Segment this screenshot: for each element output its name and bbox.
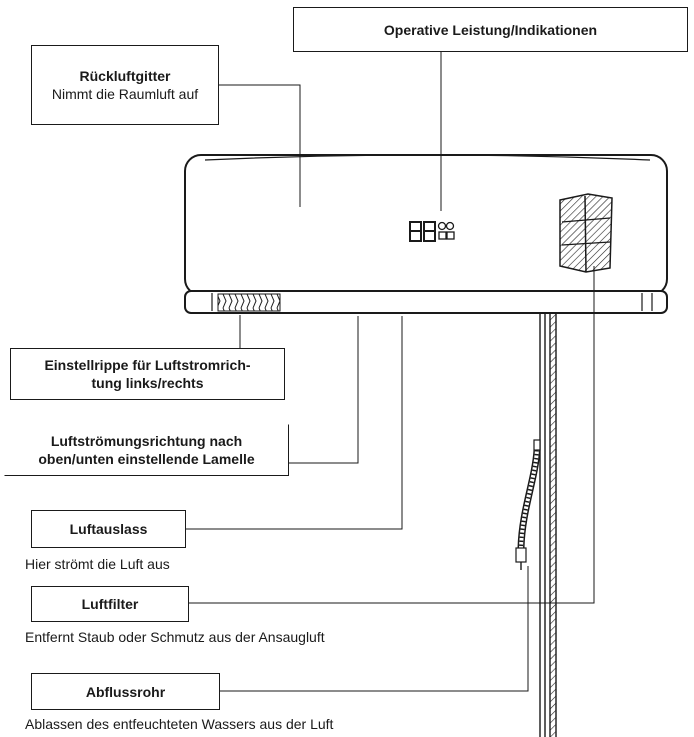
pipe-bundle	[539, 313, 557, 737]
luftauslass-description: Hier strömt die Luft aus	[25, 556, 170, 572]
label-luftfilter-title: Luftfilter	[81, 596, 139, 612]
label-rueckluftgitter-desc: Nimmt die Raumluft auf	[51, 86, 199, 102]
label-luftauslass-title: Luftauslass	[69, 521, 148, 537]
label-lamelle: Luftströmungsrichtung nach oben/unten ei…	[4, 424, 289, 476]
air-filter-icon	[559, 193, 613, 273]
label-lamelle-line1: Luftströmungsrichtung nach	[50, 433, 243, 449]
label-operative-leistung-title: Operative Leistung/Indikationen	[383, 21, 598, 38]
label-rueckluftgitter-title: Rückluftgitter	[79, 68, 171, 84]
display-icon	[409, 221, 455, 242]
label-luftauslass: Luftauslass	[31, 510, 186, 548]
label-einstellrippe-line2: tung links/rechts	[91, 375, 204, 391]
drain-hose	[515, 439, 541, 570]
label-luftfilter: Luftfilter	[31, 586, 189, 622]
label-operative-leistung: Operative Leistung/Indikationen	[293, 7, 688, 52]
label-lamelle-line2: oben/unten einstellende Lamelle	[38, 451, 255, 467]
label-einstellrippe-line1: Einstellrippe für Luftstromrich-	[44, 357, 251, 373]
label-abflussrohr: Abflussrohr	[31, 673, 220, 710]
indoor-unit	[184, 154, 668, 314]
label-einstellrippe: Einstellrippe für Luftstromrich- tung li…	[10, 348, 285, 400]
luftfilter-description: Entfernt Staub oder Schmutz aus der Ansa…	[25, 629, 325, 645]
label-abflussrohr-title: Abflussrohr	[85, 683, 166, 700]
leader-lines	[185, 51, 595, 692]
abflussrohr-description: Ablassen des entfeuchteten Wassers aus d…	[25, 716, 334, 732]
label-rueckluftgitter: Rückluftgitter Nimmt die Raumluft auf	[31, 45, 219, 125]
